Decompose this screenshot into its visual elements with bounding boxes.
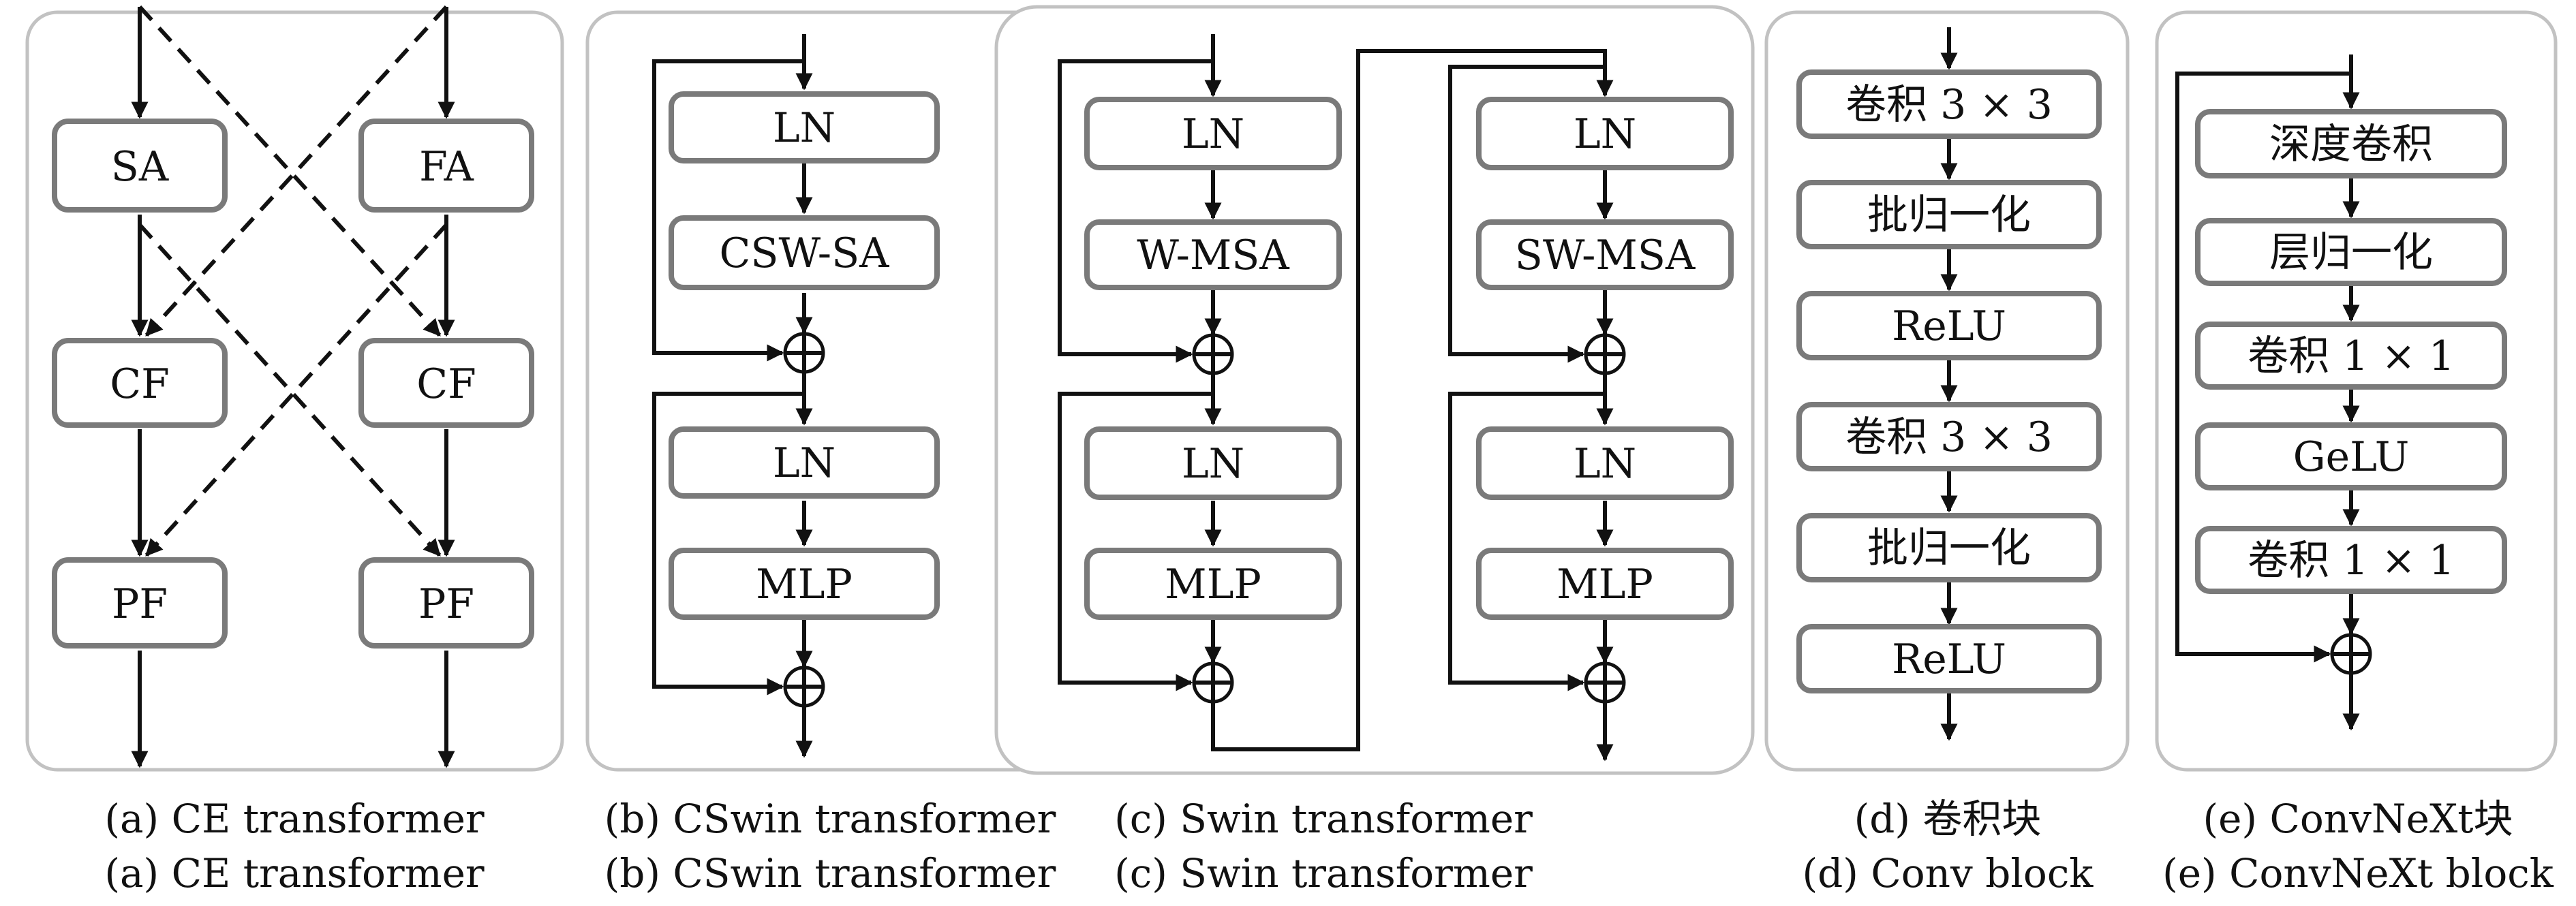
pf-right-block-label: PF <box>418 580 474 628</box>
swin-ln1-label: LN <box>1182 110 1244 158</box>
batchnorm-label-2: 批归一化 <box>1867 525 2031 572</box>
panel-b-caption-1: (b) CSwin transformer <box>604 796 1056 842</box>
swin-ln1-block <box>1084 97 1342 170</box>
panel-d-caption-2: (d) Conv block <box>1803 850 2094 896</box>
conv1x1-label-1: 卷积 1 × 1 <box>2248 332 2455 380</box>
batchnorm-label-1: 批归一化 <box>1867 191 2031 239</box>
relu-label-2: ReLU <box>1892 636 2006 683</box>
swin-mlp1-block <box>1084 548 1342 620</box>
sa-block-label: SA <box>111 143 169 191</box>
fa-block-label: FA <box>419 143 474 191</box>
panel-b-caption-2: (b) CSwin transformer <box>604 850 1056 896</box>
layernorm-label: 层归一化 <box>2269 229 2433 277</box>
swin-ln4-block <box>1476 426 1734 500</box>
batchnorm-block-2 <box>1796 513 2102 582</box>
swin-mlp2-block <box>1476 548 1734 620</box>
cswin-ln2-block <box>669 426 940 499</box>
cswin-mlp-block <box>669 548 940 620</box>
conv3x3-block-1 <box>1796 69 2102 139</box>
swin-ln2-label: LN <box>1182 440 1244 488</box>
swin-wmsa-label: W-MSA <box>1137 232 1289 279</box>
swin-wmsa-block <box>1084 219 1342 290</box>
cf-right-block-label: CF <box>416 360 476 408</box>
swin-swmsa-label: SW-MSA <box>1515 232 1696 279</box>
cswin-attn-block <box>669 215 940 290</box>
conv3x3-block-2 <box>1796 402 2102 471</box>
panel-c-caption-1: (c) Swin transformer <box>1114 796 1533 842</box>
sa-block <box>52 119 228 213</box>
cswin-ln1-block <box>669 91 940 163</box>
panel-ce-transformer: SA FA CF CF PF PF (a) CE transformer (a)… <box>25 5 564 896</box>
pf-left-block-label: PF <box>112 580 168 628</box>
fa-block <box>358 119 534 213</box>
swin-mlp1-label: MLP <box>1165 561 1261 608</box>
depthwise-conv-label: 深度卷积 <box>2269 121 2433 168</box>
cswin-attn-label: CSW-SA <box>719 230 889 277</box>
conv3x3-label-2: 卷积 3 × 3 <box>1845 413 2053 461</box>
panel-d-caption-1: (d) 卷积块 <box>1854 796 2042 842</box>
panel-convnext-block: 深度卷积 层归一化 卷积 1 × 1 GeLU 卷积 1 × 1 (e) Con… <box>2155 10 2558 896</box>
swin-mlp2-label: MLP <box>1557 561 1653 608</box>
panel-c-caption-2: (c) Swin transformer <box>1114 850 1533 896</box>
panel-cswin-transformer: LN CSW-SA LN MLP (b) CSwin transformer (… <box>585 10 1075 896</box>
cswin-ln2-label: LN <box>773 439 835 487</box>
panel-swin-transformer: LN W-MSA LN MLP LN SW-MSA LN MLP <box>994 5 1755 896</box>
cswin-ln1-label: LN <box>773 104 835 152</box>
swin-ln2-block <box>1084 426 1342 500</box>
conv1x1-label-2: 卷积 1 × 1 <box>2248 537 2455 584</box>
swin-ln3-block <box>1476 97 1734 170</box>
swin-swmsa-block <box>1476 219 1734 290</box>
swin-ln3-label: LN <box>1574 110 1636 158</box>
depthwise-conv-block <box>2195 109 2507 178</box>
batchnorm-block-1 <box>1796 180 2102 249</box>
panel-e-caption-2: (e) ConvNeXt block <box>2162 850 2554 896</box>
layernorm-block <box>2195 218 2507 286</box>
pf-right-block <box>358 557 534 649</box>
relu-block-1 <box>1796 291 2102 360</box>
conv1x1-block-2 <box>2195 526 2507 594</box>
relu-block-2 <box>1796 624 2102 693</box>
cf-left-block-label: CF <box>110 360 170 408</box>
panel-a-caption-1: (a) CE transformer <box>104 796 485 842</box>
relu-label-1: ReLU <box>1892 302 2006 350</box>
gelu-block <box>2195 422 2507 490</box>
pf-left-block <box>52 557 228 649</box>
gelu-label: GeLU <box>2293 433 2410 481</box>
panel-conv-block: 卷积 3 × 3 批归一化 ReLU 卷积 3 × 3 批归一化 ReLU (d… <box>1764 10 2130 896</box>
conv1x1-block-1 <box>2195 322 2507 390</box>
cswin-mlp-label: MLP <box>756 561 853 608</box>
cf-right-block <box>358 338 534 428</box>
panel-e-caption-1: (e) ConvNeXt块 <box>2203 796 2513 842</box>
swin-ln4-label: LN <box>1574 440 1636 488</box>
panel-a-caption-2: (a) CE transformer <box>104 850 485 896</box>
cf-left-block <box>52 338 228 428</box>
conv3x3-label-1: 卷积 3 × 3 <box>1845 81 2053 129</box>
